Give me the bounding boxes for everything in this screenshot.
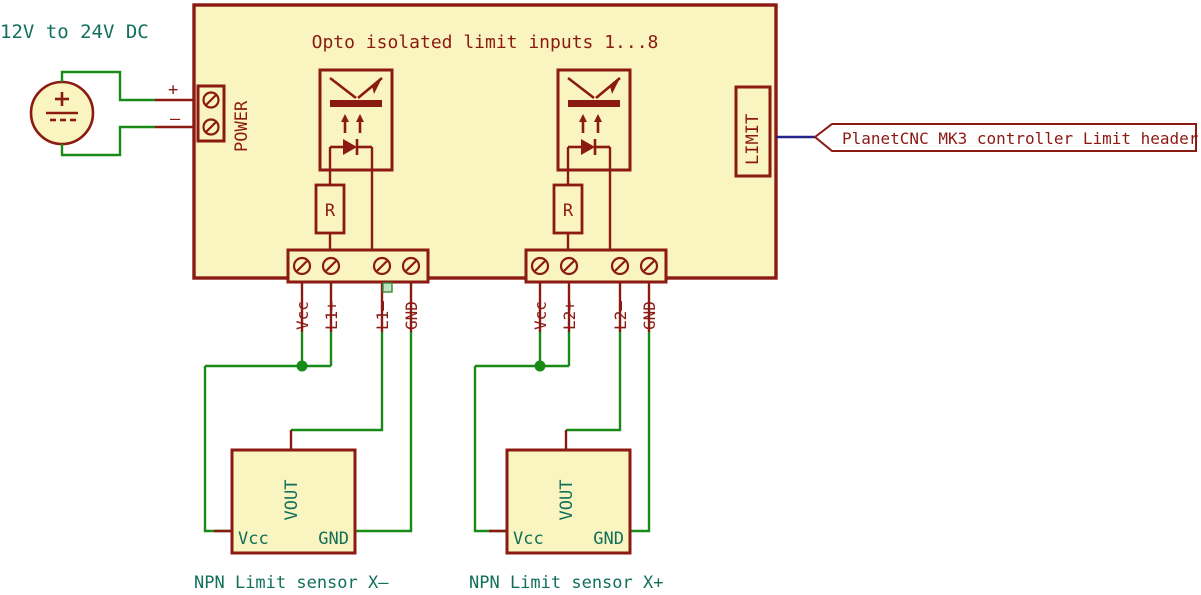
light-arrows-icon	[579, 114, 602, 133]
resistor-1-label: R	[325, 201, 336, 221]
screw-icon	[321, 256, 341, 276]
optocoupler-1	[318, 68, 394, 172]
power-pin-minus-label: –	[170, 109, 181, 129]
power-pin-plus-label: +	[168, 80, 178, 100]
resistor-2: R	[552, 170, 584, 250]
terminal-b2-pin-3-label: GND	[640, 301, 659, 330]
limit-header-flag-label: PlanetCNC MK3 controller Limit header	[842, 129, 1199, 148]
resistor-2-label: R	[563, 201, 574, 221]
terminal-b2-pin-0-label: Vcc	[531, 301, 550, 330]
light-arrows-icon	[341, 114, 364, 133]
screw-icon	[202, 91, 220, 109]
resistor-1: R	[314, 170, 346, 250]
terminal-block-1-pins	[300, 282, 413, 332]
supply-label: 12V to 24V DC	[0, 21, 149, 43]
dc-source-symbol	[29, 80, 95, 146]
power-pin-stubs	[155, 98, 198, 129]
terminal-b2-pin-1-label: L2+	[560, 301, 579, 330]
sensor-x-minus-vout-label: VOUT	[282, 480, 302, 521]
screw-icon	[401, 256, 421, 276]
screw-icon	[292, 256, 312, 276]
limit-connector[interactable]	[734, 85, 772, 178]
screw-icon	[639, 256, 659, 276]
sensor-x-minus-caption: NPN Limit sensor X–	[194, 573, 389, 593]
sensor-x-minus-gnd-label: GND	[318, 529, 349, 549]
screw-icon	[372, 256, 392, 276]
limit-connector-label: LIMIT	[743, 114, 763, 165]
supply-wiring	[60, 70, 155, 157]
sensor-x-plus-caption: NPN Limit sensor X+	[469, 573, 663, 593]
terminal-block-2[interactable]	[524, 248, 668, 284]
terminal-block-2-pins	[538, 282, 651, 332]
sensor-x-plus-gnd-label: GND	[593, 529, 624, 549]
limit-header-flag: PlanetCNC MK3 controller Limit header	[813, 123, 1199, 152]
junction-dot	[534, 360, 546, 372]
power-connector-label: POWER	[232, 100, 252, 152]
sensor-x-minus-vcc-label: Vcc	[238, 529, 269, 549]
screw-icon	[530, 256, 550, 276]
screw-icon	[202, 118, 220, 136]
board-outline	[192, 3, 778, 280]
sensor-x-plus-vout-label: VOUT	[557, 480, 577, 521]
terminal-b1-pin-1-label: L1+	[322, 301, 341, 330]
junction-dot	[296, 360, 308, 372]
sensor-x-plus-vcc-label: Vcc	[513, 529, 544, 549]
optocoupler-2	[556, 68, 632, 172]
terminal-b2-pin-2-label: L2–	[611, 301, 630, 330]
terminal-b1-pin-2-label: L1–	[373, 301, 392, 330]
terminal-b1-pin-3-label: GND	[402, 301, 421, 330]
sensor-x-plus: VOUT Vcc GND	[505, 448, 632, 555]
terminal-block-1[interactable]	[286, 248, 430, 284]
net-marker-icon	[382, 282, 393, 293]
screw-icon	[610, 256, 630, 276]
power-connector[interactable]	[196, 84, 226, 143]
screw-icon	[559, 256, 579, 276]
sensor-x-minus: VOUT Vcc GND	[230, 448, 357, 555]
terminal-b1-pin-0-label: Vcc	[293, 301, 312, 330]
board-title: Opto isolated limit inputs 1...8	[312, 32, 659, 53]
